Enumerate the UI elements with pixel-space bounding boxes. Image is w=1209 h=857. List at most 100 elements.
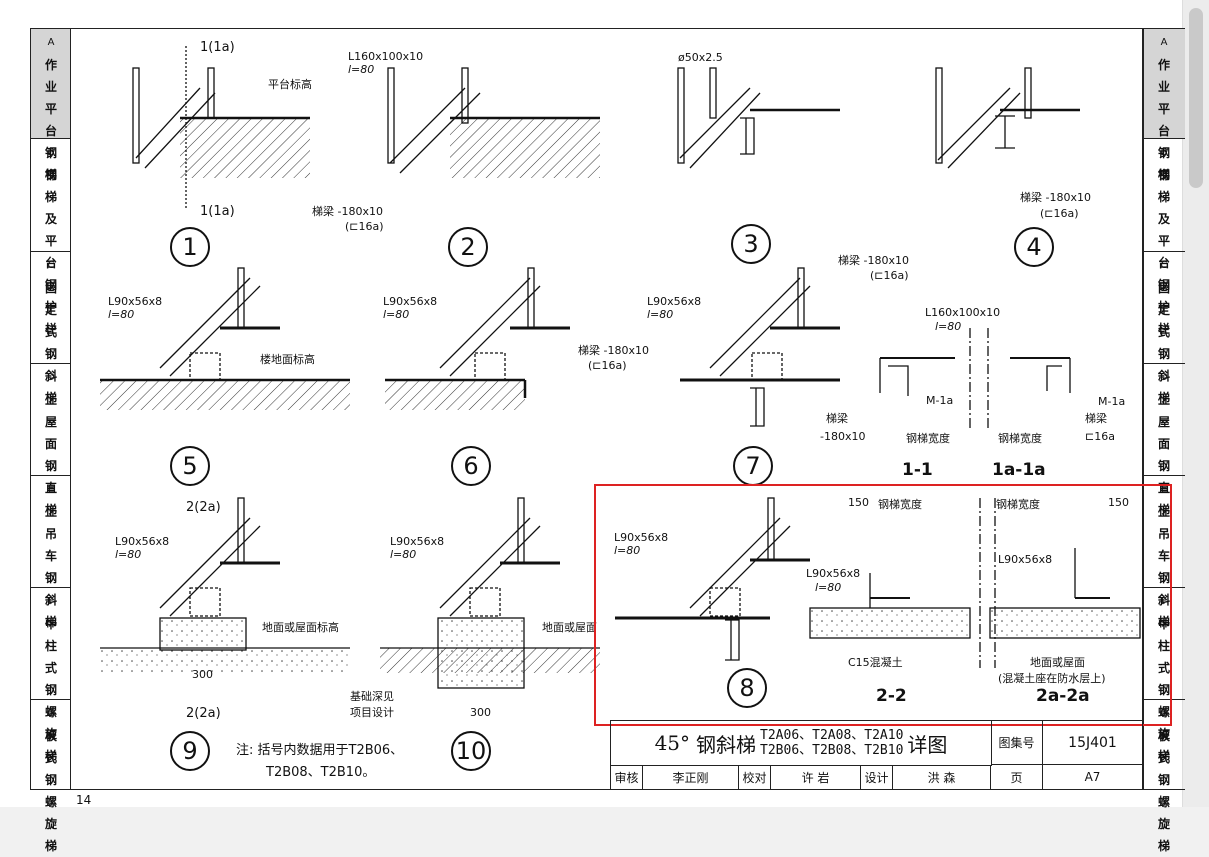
category-name: 作业平台钢梯 <box>44 58 57 182</box>
detail-3-drawing <box>677 67 840 169</box>
length-label-6: l=80 <box>383 308 410 321</box>
category-a[interactable]: A 作业平台钢梯 <box>31 29 71 182</box>
length-label-5: l=80 <box>108 308 135 321</box>
category-name: 固定式钢斜梯 <box>44 281 57 405</box>
category-letter: B <box>1160 147 1168 158</box>
title-models: T2A06、T2A08、T2A10 T2B06、T2B08、T2B10 <box>760 728 903 758</box>
embed-label-11b: M-1a <box>1098 395 1126 408</box>
title-models-b: T2B06、T2B08、T2B10 <box>760 743 904 758</box>
length-label-7: l=80 <box>647 308 674 321</box>
beam-channel-label-11: ⊏16a <box>1085 430 1115 443</box>
dim-150-label: 150 <box>848 496 869 509</box>
scrollbar-thumb[interactable] <box>1189 8 1203 188</box>
category-letter: A <box>47 37 55 48</box>
category-name: 作业平台钢梯 <box>1157 58 1170 182</box>
beam-label-4: 梯梁 -180x10 <box>1020 191 1091 204</box>
category-c[interactable]: C 固定式钢斜梯 <box>31 252 71 405</box>
category-c-right[interactable]: C 固定式钢斜梯 <box>1143 252 1185 405</box>
detail-9-drawing <box>100 497 350 673</box>
category-letter: F <box>48 596 54 607</box>
category-letter: G <box>1160 708 1168 719</box>
dim-150b-label: 150 <box>1108 496 1129 509</box>
category-e-right[interactable]: E 上吊车钢斜梯 <box>1143 476 1185 629</box>
angle-label-10: L90x56x8 <box>390 535 445 548</box>
beam-label-11c: 梯梁 <box>1085 412 1107 425</box>
category-letter: G <box>47 708 55 719</box>
angle-label-2-2: L90x56x8 <box>806 567 861 580</box>
check-label: 校对 <box>739 765 771 789</box>
footnote-line-1: 注: 括号内数据用于T2B06、 <box>236 743 404 758</box>
category-letter: A <box>1160 37 1168 48</box>
reviewer-name: 李正刚 <box>643 765 739 789</box>
foundation-label: 基础深见 <box>350 690 394 703</box>
category-name: 中柱式钢螺旋梯 <box>1157 617 1170 763</box>
footnote: 注: 括号内数据用于T2B06、 T2B08、T2B10。 <box>236 740 403 784</box>
category-name: 中柱式钢螺旋梯 <box>44 617 57 763</box>
category-d[interactable]: D 上屋面钢直梯 <box>31 364 71 517</box>
cut-label-2: 2(2a) <box>186 500 221 515</box>
detail-1-drawing <box>132 46 310 208</box>
vertical-scrollbar[interactable] <box>1182 0 1209 807</box>
category-name: 钢梯及平台钢护栏 <box>1157 168 1170 336</box>
angle-label-7: L90x56x8 <box>647 295 702 308</box>
category-f-right[interactable]: F 中柱式钢螺旋梯 <box>1143 588 1185 763</box>
category-b-right[interactable]: B 钢梯及平台钢护栏 <box>1143 139 1185 336</box>
section-2-2-drawing <box>809 498 1141 668</box>
floor-level-label: 楼地面标高 <box>260 353 315 366</box>
checker-name: 许 岩 <box>771 765 861 789</box>
category-a-right[interactable]: A 作业平台钢梯 <box>1143 29 1185 182</box>
page-number: 14 <box>76 793 92 807</box>
category-name: 固定式钢斜梯 <box>1157 281 1170 405</box>
angle-label-2: L160x100x10 <box>348 50 424 63</box>
category-letter: E <box>47 484 55 495</box>
category-letter: D <box>47 372 55 383</box>
length-label-9: l=80 <box>115 548 142 561</box>
detail-8-drawing <box>615 497 810 661</box>
drawing-title: 45° 钢斜梯 T2A06、T2A08、T2A10 T2B06、T2B08、T2… <box>611 721 992 766</box>
category-name: 上吊车钢斜梯 <box>44 505 57 629</box>
category-g[interactable]: G 板式钢螺旋梯 <box>31 700 71 853</box>
section-title-2-2: 2-2 <box>876 686 907 706</box>
detail-number-3: 3 <box>731 224 771 264</box>
category-f[interactable]: F 中柱式钢螺旋梯 <box>31 588 71 763</box>
dim-300-label-9: 300 <box>192 668 213 681</box>
angle-label-6: L90x56x8 <box>383 295 438 308</box>
length-label-2-2: l=80 <box>815 581 842 594</box>
detail-number-6: 6 <box>451 446 491 486</box>
drawing-frame <box>70 28 1144 790</box>
category-name: 板式钢螺旋梯 <box>44 729 57 853</box>
detail-10-drawing <box>380 497 600 689</box>
ground-note2-label: (混凝土座在防水层上) <box>998 672 1106 685</box>
angle-label-8: L90x56x8 <box>614 531 669 544</box>
category-letter: C <box>1160 260 1168 271</box>
category-b[interactable]: B 钢梯及平台钢护栏 <box>31 139 71 336</box>
width-label-2a-2a: 钢梯宽度 <box>996 498 1040 511</box>
category-name: 板式钢螺旋梯 <box>1157 729 1170 853</box>
detail-number-5: 5 <box>170 446 210 486</box>
category-name: 钢梯及平台钢护栏 <box>44 168 57 336</box>
angle-label-5: L90x56x8 <box>108 295 163 308</box>
design-label: 设计 <box>861 765 893 789</box>
category-e[interactable]: E 上吊车钢斜梯 <box>31 476 71 629</box>
category-name: 上屋面钢直梯 <box>44 393 57 517</box>
beam-channel-label-2: (⊏16a) <box>345 220 384 233</box>
section-1-1-drawing <box>879 328 1071 428</box>
beam-channel-label-7: (⊏16a) <box>870 269 909 282</box>
page-label: 页 <box>991 765 1043 789</box>
beam-size-label-11: -180x10 <box>820 430 866 443</box>
category-letter: B <box>47 147 55 158</box>
length-label-10: l=80 <box>390 548 417 561</box>
category-d-right[interactable]: D 上屋面钢直梯 <box>1143 364 1185 517</box>
ground-level-label-10: 地面或屋面 <box>542 621 597 634</box>
dim-300-label-10: 300 <box>470 706 491 719</box>
detail-number-7: 7 <box>733 446 773 486</box>
highlight-box <box>594 484 1172 726</box>
title-suffix: 详图 <box>907 732 948 757</box>
length-label-8: l=80 <box>614 544 641 557</box>
width-label-11b: 钢梯宽度 <box>998 432 1042 445</box>
atlas-label: 图集号 <box>991 721 1043 765</box>
foundation-label-2: 项目设计 <box>350 706 394 719</box>
detail-4-drawing <box>935 67 1080 169</box>
detail-number-2: 2 <box>448 227 488 267</box>
cut-label-1: 1(1a) <box>200 40 235 55</box>
